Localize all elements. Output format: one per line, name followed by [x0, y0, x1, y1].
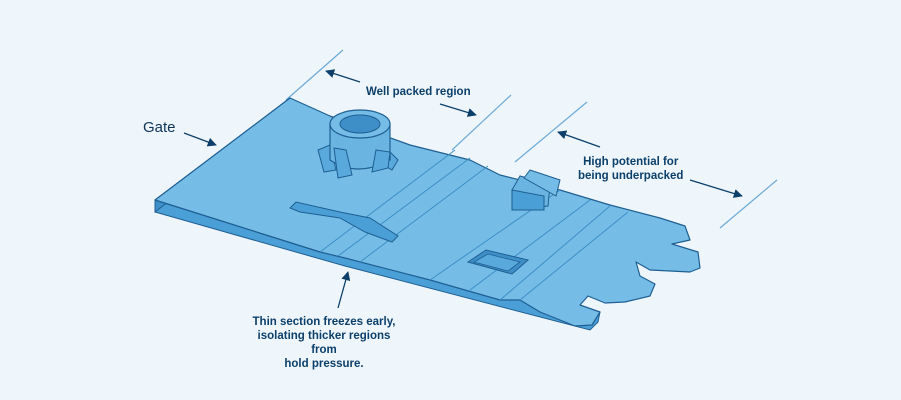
- well-arrow-right: [439, 103, 477, 117]
- high-arrow-right: [689, 179, 743, 198]
- annotation-arrows: [183, 69, 743, 309]
- rib-bands: [154, 149, 629, 301]
- gate-arrow: [183, 132, 217, 147]
- well-packed-label: Well packed region: [366, 86, 471, 98]
- thin-arrow: [337, 271, 351, 309]
- well-arrow-left: [325, 69, 361, 83]
- gate-label: Gate: [143, 119, 176, 136]
- thin-section-slot: [289, 201, 399, 243]
- region-divider-lines: [285, 49, 778, 229]
- snap-features: [511, 169, 561, 211]
- boss-feature: [317, 109, 399, 179]
- underpacked-label: High potential for being underpacked: [578, 156, 684, 182]
- part-top-face: [154, 97, 701, 327]
- high-arrow-left: [557, 130, 601, 148]
- molded-part: [154, 97, 701, 331]
- thin-section-label: Thin section freezes early, isolating th…: [252, 316, 396, 370]
